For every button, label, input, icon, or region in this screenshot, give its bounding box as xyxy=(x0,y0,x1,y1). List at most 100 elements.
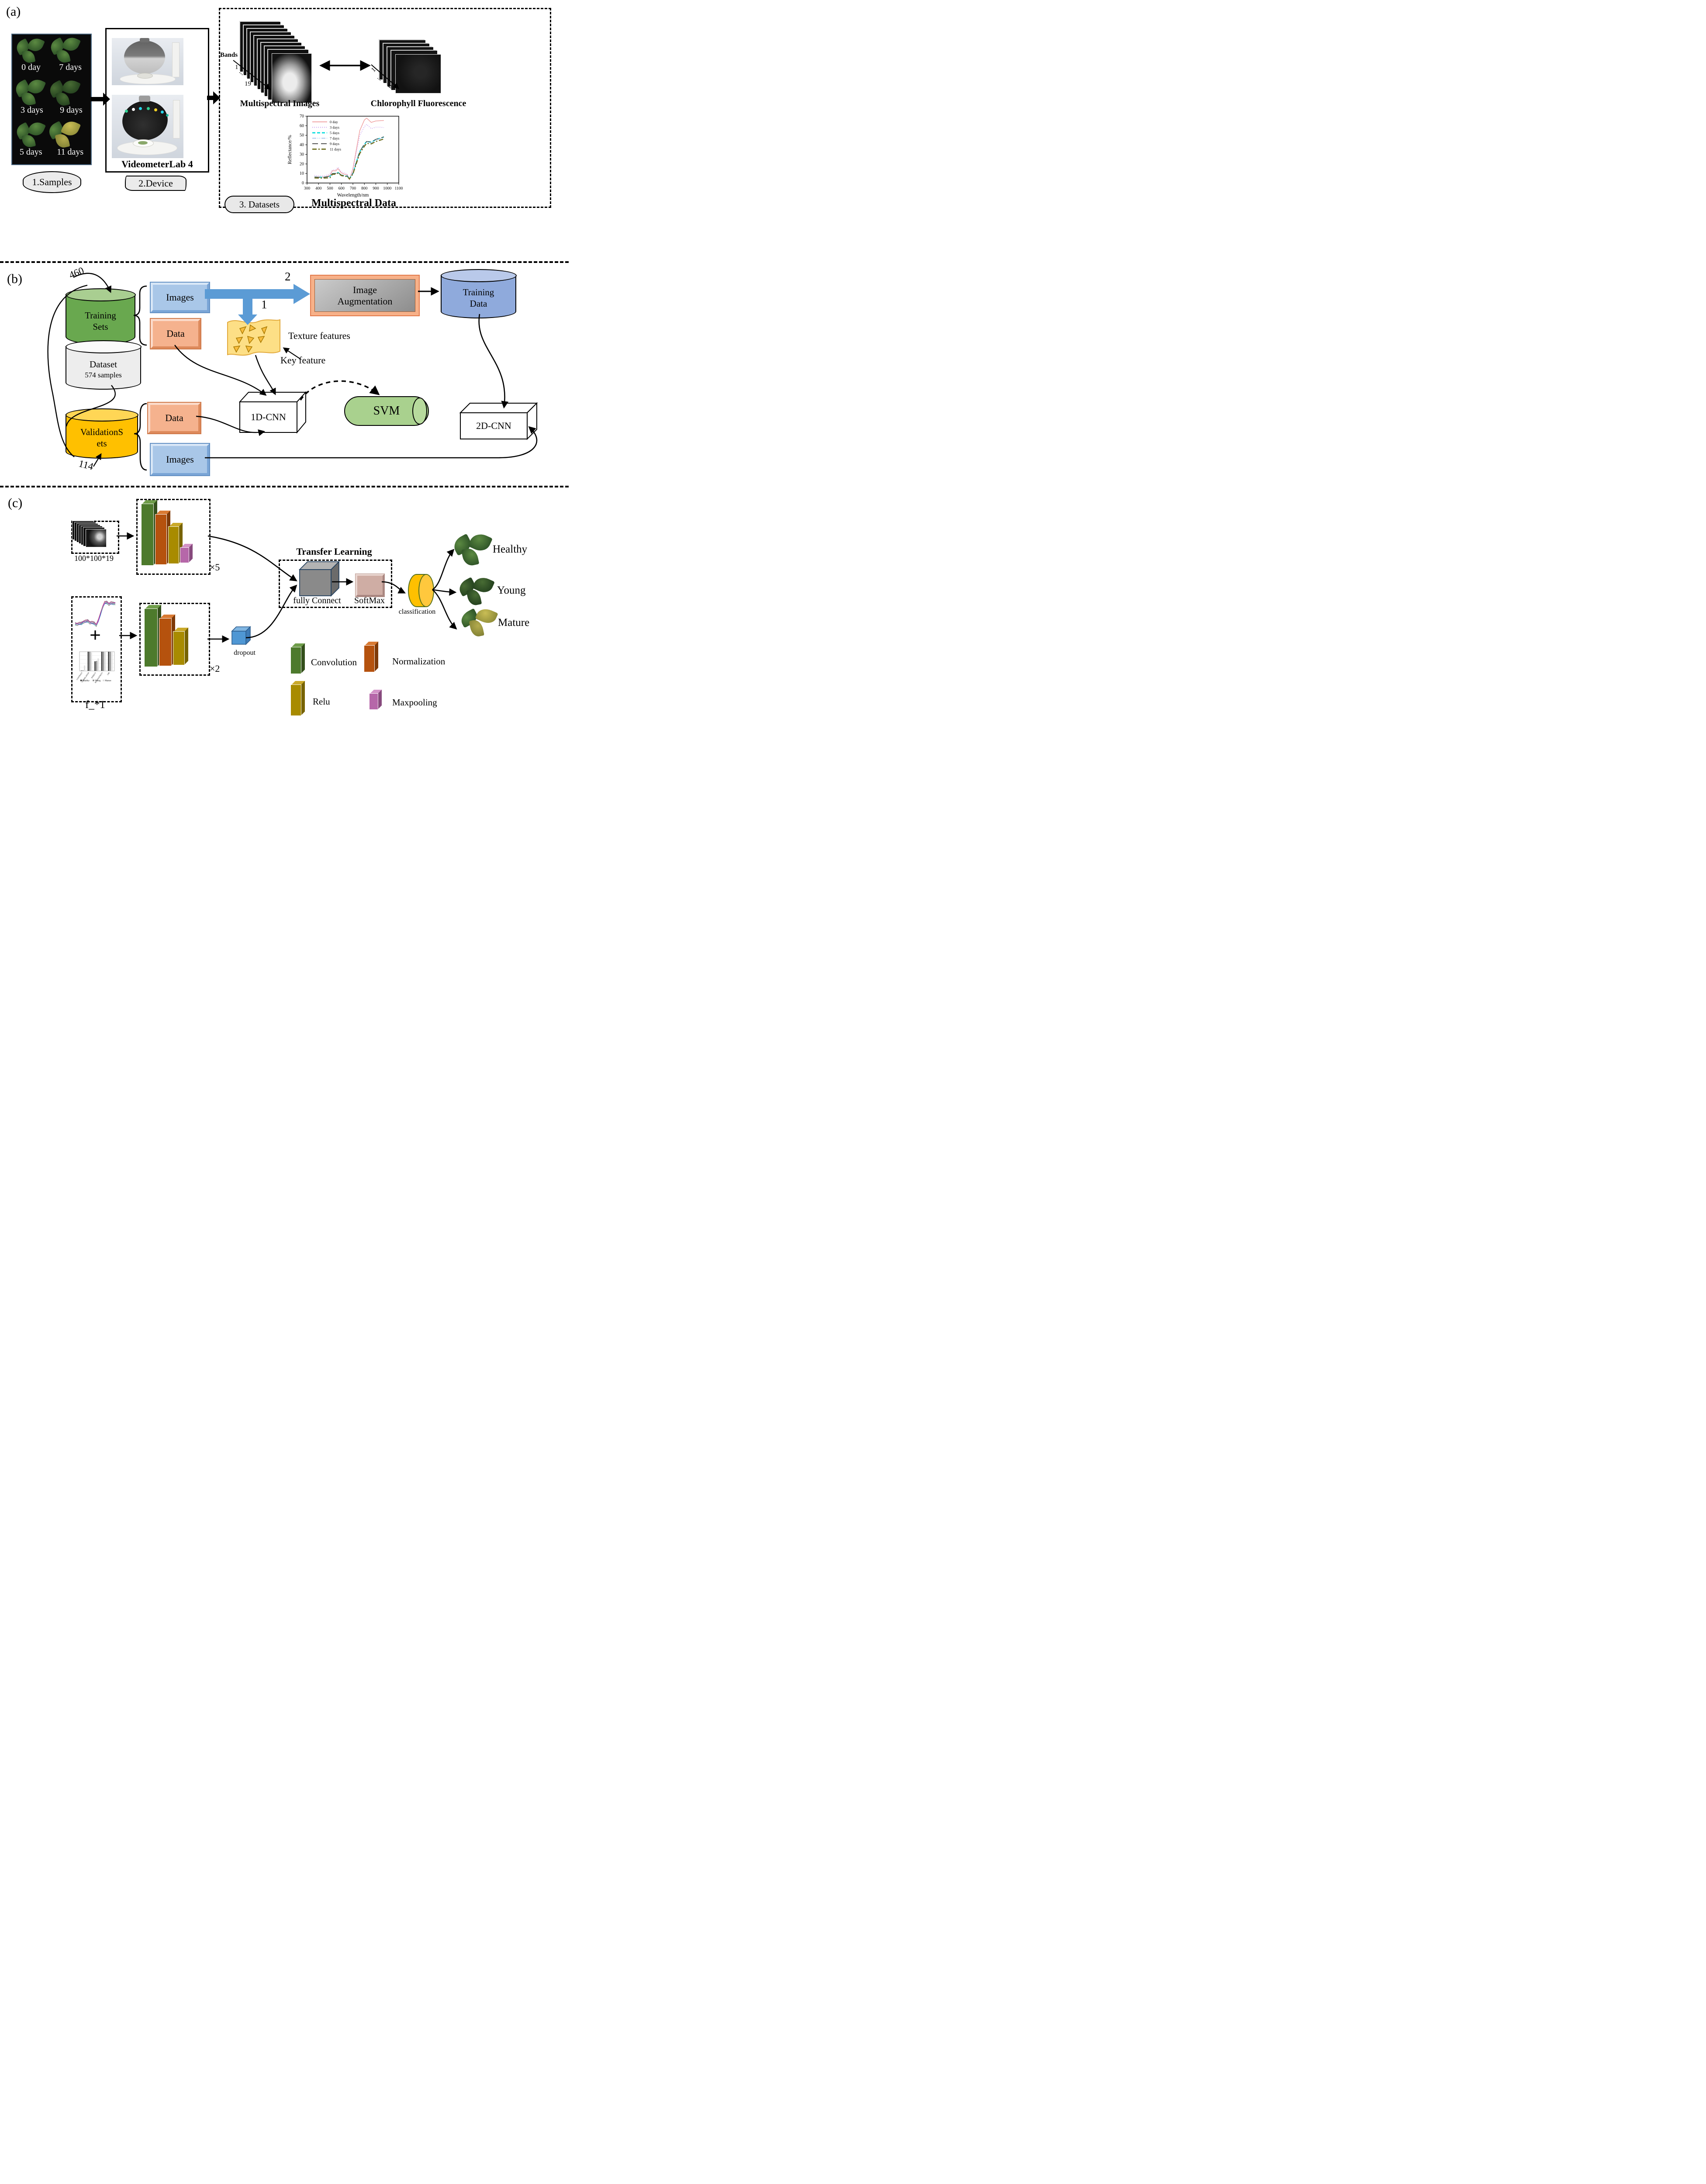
svg-text:Young: Young xyxy=(95,680,101,682)
panel-b-label: (b) xyxy=(7,272,22,286)
legend-relu-icon xyxy=(290,685,301,716)
svg-text:3 days: 3 days xyxy=(330,125,339,130)
images-flow-arrow xyxy=(205,284,310,325)
panel-divider xyxy=(0,261,569,263)
softmax-label: SoftMax xyxy=(354,596,385,605)
convolution-bar-icon xyxy=(141,504,153,566)
image-augmentation-line2: Augmentation xyxy=(337,295,393,307)
datasets-panel xyxy=(219,8,551,208)
normalization-bar-icon xyxy=(155,515,166,565)
class-young-label: Young xyxy=(497,584,526,596)
dataset-line2: 574 samples xyxy=(85,370,122,379)
cylinder-cap xyxy=(65,340,142,353)
multispectral-images-title: Multispectral Images xyxy=(240,99,320,108)
training-sets-line1: Training xyxy=(85,310,116,321)
dropout-cube-icon xyxy=(231,626,251,645)
validation-sets-line1: ValidationS xyxy=(80,426,123,437)
classification-to-young-curve xyxy=(432,588,457,596)
figure-page: (a) 0 day 7 days 3 days 9 days 5 days 11… xyxy=(0,0,569,750)
svg-text:7 days: 7 days xyxy=(330,136,339,141)
panel-divider xyxy=(0,486,569,487)
device-caption: 2.Device xyxy=(138,177,173,189)
dataset-line1: Dataset xyxy=(90,359,117,370)
chlorophyll-stack-image xyxy=(395,54,441,93)
day-label-row: 5 days 11 days xyxy=(12,147,91,157)
validation-sets-line2: ets xyxy=(97,438,107,449)
day-label: 11 days xyxy=(57,147,84,157)
images-bottom-label: Images xyxy=(166,454,194,465)
count-114-arrow xyxy=(93,453,102,467)
day-label: 5 days xyxy=(19,147,42,157)
fully-connect-label: fully Connect xyxy=(293,596,341,605)
samples-caption-badge: 1.Samples xyxy=(23,171,81,193)
cylinder-cap xyxy=(65,288,136,301)
left-loop-curve xyxy=(47,284,88,457)
svg-text:LBP: LBP xyxy=(107,671,111,676)
ms-band-last: 19 xyxy=(245,80,251,87)
multispectral-stack-image xyxy=(272,53,312,103)
images-bottom-to-2dcnn-arrow xyxy=(205,426,538,459)
dataset-validation-curve xyxy=(66,385,116,427)
images-box-top: Images xyxy=(150,282,210,313)
svg-text:700: 700 xyxy=(350,187,356,191)
relu-bar-icon xyxy=(168,527,179,564)
cnn-1d-label: 1D-CNN xyxy=(251,411,286,422)
data-box-bottom: Data xyxy=(147,402,201,434)
svg-text:800: 800 xyxy=(361,187,368,191)
feature-label: f_*1 xyxy=(85,699,105,711)
cf-axis-arrow xyxy=(371,64,400,89)
training-data-cylinder: Training Data xyxy=(440,269,517,318)
softmax-box xyxy=(355,574,385,597)
data-to-1dcnn-arrow xyxy=(174,345,267,396)
data-bottom-label: Data xyxy=(165,412,183,423)
dropout-label: dropout xyxy=(234,649,256,657)
svg-text:1000: 1000 xyxy=(383,187,391,191)
arrow-samples-to-device xyxy=(91,93,110,106)
day-label-row: 3 days 9 days xyxy=(12,105,91,115)
bands-label: Bands xyxy=(220,52,238,59)
training-brace xyxy=(133,285,147,346)
arrow-device-to-datasets xyxy=(207,91,220,104)
svg-text:400: 400 xyxy=(315,187,322,191)
fully-connect-cube xyxy=(298,560,340,597)
normalization-bar-icon xyxy=(159,619,171,666)
data-box-top: Data xyxy=(150,318,201,349)
panel-b-connectors xyxy=(47,273,538,471)
cylinder-cap xyxy=(65,408,138,422)
panel-c-label: (c) xyxy=(8,496,23,510)
block1-multiplier: ×5 xyxy=(210,562,220,573)
dropout-to-fc-curve xyxy=(245,584,297,639)
legend-relu-label: Relu xyxy=(313,696,330,707)
block2-multiplier: ×2 xyxy=(210,663,220,674)
multispectral-data-title: Multispectral Data xyxy=(311,197,396,209)
samples-caption: 1.Samples xyxy=(32,176,72,187)
panel-a-connectors xyxy=(91,60,400,106)
svg-text:30: 30 xyxy=(300,152,304,157)
svg-text:5 days: 5 days xyxy=(330,131,339,135)
classification-to-mature-curve xyxy=(432,589,457,630)
validation-sets-cylinder: ValidationS ets xyxy=(65,408,138,459)
svm-end-cap xyxy=(412,397,427,425)
svg-text:600: 600 xyxy=(338,187,345,191)
day-label: 0 day xyxy=(21,62,41,72)
legend-maxpooling-icon xyxy=(369,694,378,710)
datasets-caption: 3. Datasets xyxy=(239,199,280,210)
dataset-cylinder: Dataset 574 samples xyxy=(65,340,142,390)
svg-text:Reflectance/%: Reflectance/% xyxy=(287,135,293,164)
svg-text:20: 20 xyxy=(300,162,304,166)
validation-brace xyxy=(134,403,147,471)
legend-maxpooling-label: Maxpooling xyxy=(392,697,437,708)
svg-text:70: 70 xyxy=(300,114,304,119)
day-label: 7 days xyxy=(59,62,82,72)
svg-text:40: 40 xyxy=(300,143,304,148)
spectra-curves-image xyxy=(75,600,116,627)
cnn-2d-label: 2D-CNN xyxy=(476,420,511,431)
training-sets-line2: Sets xyxy=(93,321,108,332)
panel-c-connectors xyxy=(117,532,457,643)
ms-band-first: 1 xyxy=(235,64,238,71)
branch-2-label: 2 xyxy=(285,270,291,283)
feature-input-box xyxy=(71,596,122,702)
svg-text:9 days: 9 days xyxy=(330,142,339,146)
